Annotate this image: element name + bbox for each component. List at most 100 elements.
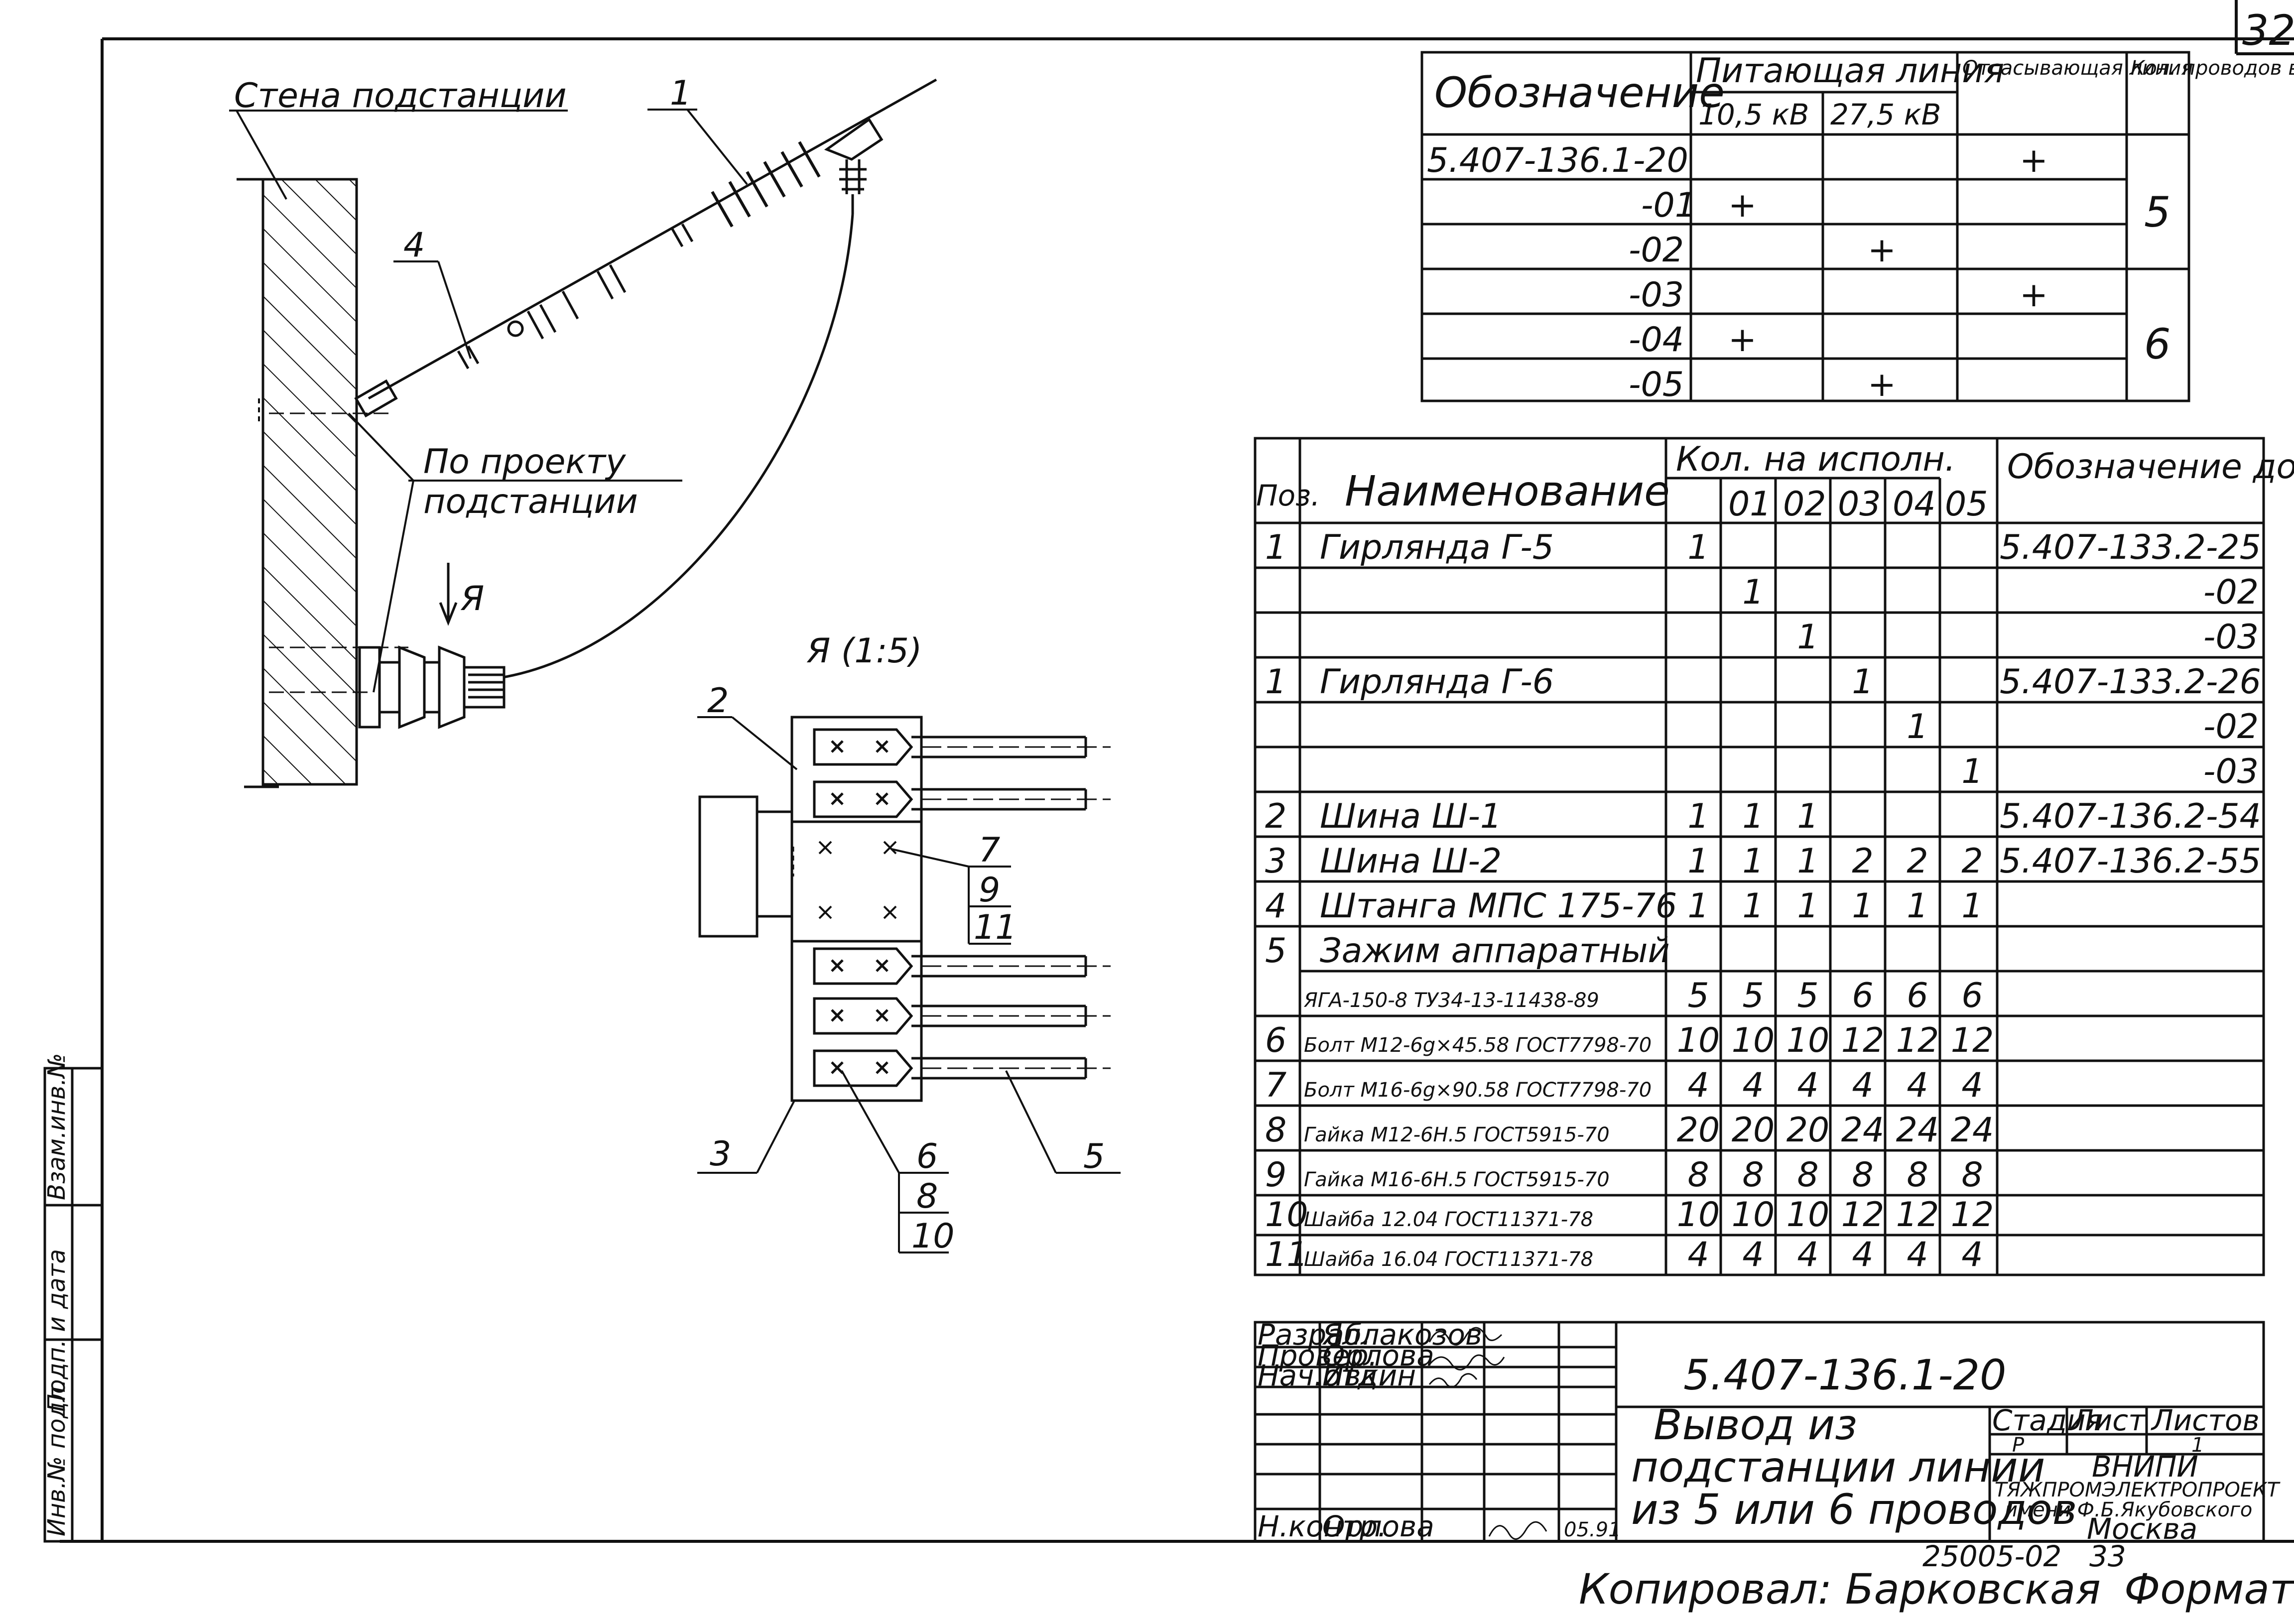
callout-11: 11 xyxy=(974,908,1017,947)
spec-qty-15-2: 10 xyxy=(1786,1195,1830,1235)
tb-role-0: Разраб. xyxy=(1258,1318,1371,1352)
spec-qty-11-2: 10 xyxy=(1786,1021,1830,1060)
spec-qty-7-1: 1 xyxy=(1742,842,1764,881)
spec-pos-0: 1 xyxy=(1265,528,1286,567)
spec-name-10: ЯГА-150-8 ТУ34-13-11438-89 xyxy=(1303,989,1599,1012)
spec-qty-7-4: 2 xyxy=(1907,842,1928,881)
insulator-clamp xyxy=(824,118,884,214)
spec-qty-11-3: 12 xyxy=(1841,1021,1885,1060)
clamp-row-4 xyxy=(813,997,1111,1035)
spec-qty-13-2: 20 xyxy=(1786,1111,1830,1150)
tb-role-1: Провер. xyxy=(1258,1339,1378,1373)
spec-name-12: Болт М16-6g×90.58 ГОСТ7798-70 xyxy=(1304,1079,1652,1102)
spec-qty-13-4: 24 xyxy=(1896,1111,1939,1150)
spec-qty-8-3: 1 xyxy=(1852,886,1873,926)
callout-2-leader xyxy=(697,716,798,770)
spec-qty-15-4: 12 xyxy=(1896,1195,1939,1235)
spec-qty-14-3: 8 xyxy=(1852,1155,1873,1195)
spec-doc-2: -03 xyxy=(2203,618,2259,657)
callout-7: 7 xyxy=(979,831,1000,870)
spec-name-14: Гайка М16-6Н.5 ГОСТ5915-70 xyxy=(1304,1168,1610,1191)
footer-order-number: 25005-02 xyxy=(1922,1539,2061,1573)
tb-nc-date: 05.91 xyxy=(1564,1518,1621,1541)
vt-header-wires-count: Кол. проводов в линии xyxy=(2131,57,2294,80)
tb-doc-code: 5.407-136.1-20 xyxy=(1683,1351,2006,1399)
wall-label-leader xyxy=(229,110,568,200)
callout-4-leader xyxy=(393,260,472,359)
spec-qty-10-4: 6 xyxy=(1907,976,1928,1015)
vt-kv275-5: + xyxy=(1868,365,1896,404)
callout-1-leader xyxy=(647,109,748,185)
spec-doc-3: 5.407-133.2-26 xyxy=(2000,662,2261,702)
spec-pos-6: 2 xyxy=(1265,797,1286,836)
spec-qty-16-2: 4 xyxy=(1797,1235,1818,1274)
tb-name-1: Орлова xyxy=(1322,1339,1434,1373)
spec-doc-4: -02 xyxy=(2203,707,2259,747)
callout-9: 9 xyxy=(979,871,1000,910)
spec-qty-12-0: 4 xyxy=(1687,1066,1709,1105)
spec-qty-6-0: 1 xyxy=(1687,797,1709,836)
vt-header-suction-line: Отсасывающая линия xyxy=(1962,57,2193,80)
spec-name-9: Зажим аппаратный xyxy=(1320,931,1670,971)
callout-2: 2 xyxy=(707,681,729,721)
clamp-row-5 xyxy=(813,1049,1111,1087)
sheet-number: 32 xyxy=(2242,6,2294,55)
substation-wall xyxy=(237,178,408,788)
spec-qty-1-1: 1 xyxy=(1742,573,1764,612)
callout-6-leader xyxy=(841,1070,949,1253)
tb-nc-role: Н.контр. xyxy=(1258,1509,1387,1543)
spec-doc-6: 5.407-136.2-54 xyxy=(2000,797,2261,836)
spec-qty-0-0: 1 xyxy=(1687,528,1709,567)
spec-qty-13-3: 24 xyxy=(1841,1111,1885,1150)
spec-qty-16-3: 4 xyxy=(1852,1235,1873,1274)
wall-label: Стена подстанции xyxy=(234,76,567,116)
spec-qty-2-2: 1 xyxy=(1797,618,1818,657)
stamp-sign-date: Подп. и дата xyxy=(43,1249,71,1412)
spec-qty-7-3: 2 xyxy=(1852,842,1873,881)
spec-col-02: 02 xyxy=(1783,485,1826,524)
callout-5: 5 xyxy=(1083,1137,1105,1176)
vt-designation-0: 5.407-136.1-20 xyxy=(1427,141,1688,180)
spec-qty-14-0: 8 xyxy=(1687,1155,1709,1195)
detail-view xyxy=(698,716,923,1102)
callout-6: 6 xyxy=(916,1137,938,1176)
spec-pos-12: 7 xyxy=(1265,1066,1286,1105)
tb-org-line2: ТЯЖПРОМЭЛЕКТРОПРОЕКТ xyxy=(1995,1479,2281,1501)
vt-header-supply-line: Питающая линия xyxy=(1696,51,2004,91)
footer-copied-by: Копировал: Барковская xyxy=(1579,1565,2101,1614)
vt-header-kv105: 10,5 кВ xyxy=(1698,98,1809,131)
vt-designation-2: -02 xyxy=(1629,231,1684,270)
view-arrow xyxy=(439,563,458,626)
spec-qty-7-2: 1 xyxy=(1797,842,1818,881)
vt-wires-5: 5 xyxy=(2144,188,2170,237)
spec-col-05: 05 xyxy=(1945,485,1988,524)
spec-col-03: 03 xyxy=(1838,485,1881,524)
spec-qty-12-4: 4 xyxy=(1907,1066,1928,1105)
spec-header-name: Наименование xyxy=(1345,467,1670,515)
spec-doc-0: 5.407-133.2-25 xyxy=(2000,528,2261,567)
spec-doc-1: -02 xyxy=(2203,573,2259,612)
tb-sheets-label: Листов xyxy=(2151,1403,2260,1437)
spec-name-7: Шина Ш-2 xyxy=(1320,842,1502,881)
spec-col-01: 01 xyxy=(1728,485,1772,524)
spec-qty-12-2: 4 xyxy=(1797,1066,1818,1105)
callout-7-leader xyxy=(891,848,1011,945)
vt-designation-1: -01 xyxy=(1641,186,1696,225)
tb-title-line2: подстанции линии xyxy=(1631,1443,2045,1492)
sheet-frame xyxy=(60,0,2294,1543)
callout-3-leader xyxy=(697,1100,795,1174)
side-stamp xyxy=(43,1067,104,1543)
spec-qty-14-2: 8 xyxy=(1797,1155,1818,1195)
tb-role-2: Нач.отд. xyxy=(1258,1359,1387,1392)
vt-suction-3: + xyxy=(2020,275,2048,315)
project-label-leader xyxy=(348,412,682,693)
spec-name-16: Шайба 16.04 ГОСТ11371-78 xyxy=(1304,1248,1593,1271)
tb-sheet-label: Лист xyxy=(2071,1403,2146,1437)
spec-doc-5: -03 xyxy=(2203,752,2259,791)
spec-qty-8-5: 1 xyxy=(1961,886,1983,926)
tb-name-2: Ивкин xyxy=(1322,1359,1416,1392)
spec-qty-16-4: 4 xyxy=(1907,1235,1928,1274)
tb-org-line3: имени Ф.Б.Якубовского xyxy=(2005,1499,2252,1521)
